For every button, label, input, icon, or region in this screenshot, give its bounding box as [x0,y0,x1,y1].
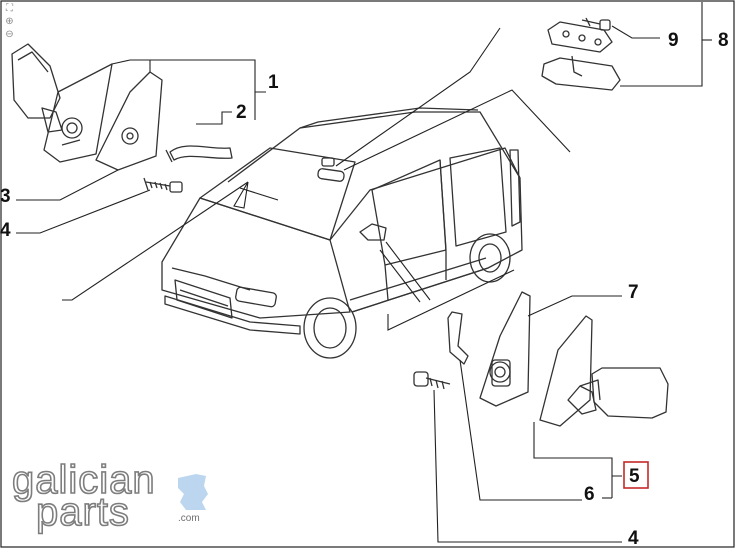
galicianparts-logo: galician parts .com [11,457,222,535]
callout-1: 1 [268,72,279,93]
logo-word-galician: galician [11,457,156,503]
callout-4-bottom: 4 [628,528,639,549]
callout-5: 5 [629,466,640,487]
exterior-mirror-left-assembly [11,43,233,193]
callout-6: 6 [584,484,595,505]
fit-page-icon[interactable]: ⛶ [6,3,13,14]
leader-lines [16,2,712,543]
logo-map-shape [178,474,208,510]
exterior-mirror-right-assembly [413,291,669,427]
callout-5-highlight [623,461,649,489]
logo-domain-suffix: .com [178,513,200,524]
interior-mirror-assembly [541,17,621,91]
callout-9: 9 [668,30,679,51]
zoom-in-icon[interactable]: ⊕ [5,16,14,27]
callout-3: 3 [0,186,11,207]
callout-7: 7 [628,282,639,303]
logo-word-parts: parts [35,489,130,535]
zoom-out-icon[interactable]: ⊖ [5,29,14,40]
callout-4-left: 4 [0,220,11,241]
viewer-toolbar: ⛶ ⊕ ⊖ [3,3,19,41]
callout-2: 2 [236,102,247,123]
van-illustration [161,107,523,359]
callout-8: 8 [718,30,729,51]
